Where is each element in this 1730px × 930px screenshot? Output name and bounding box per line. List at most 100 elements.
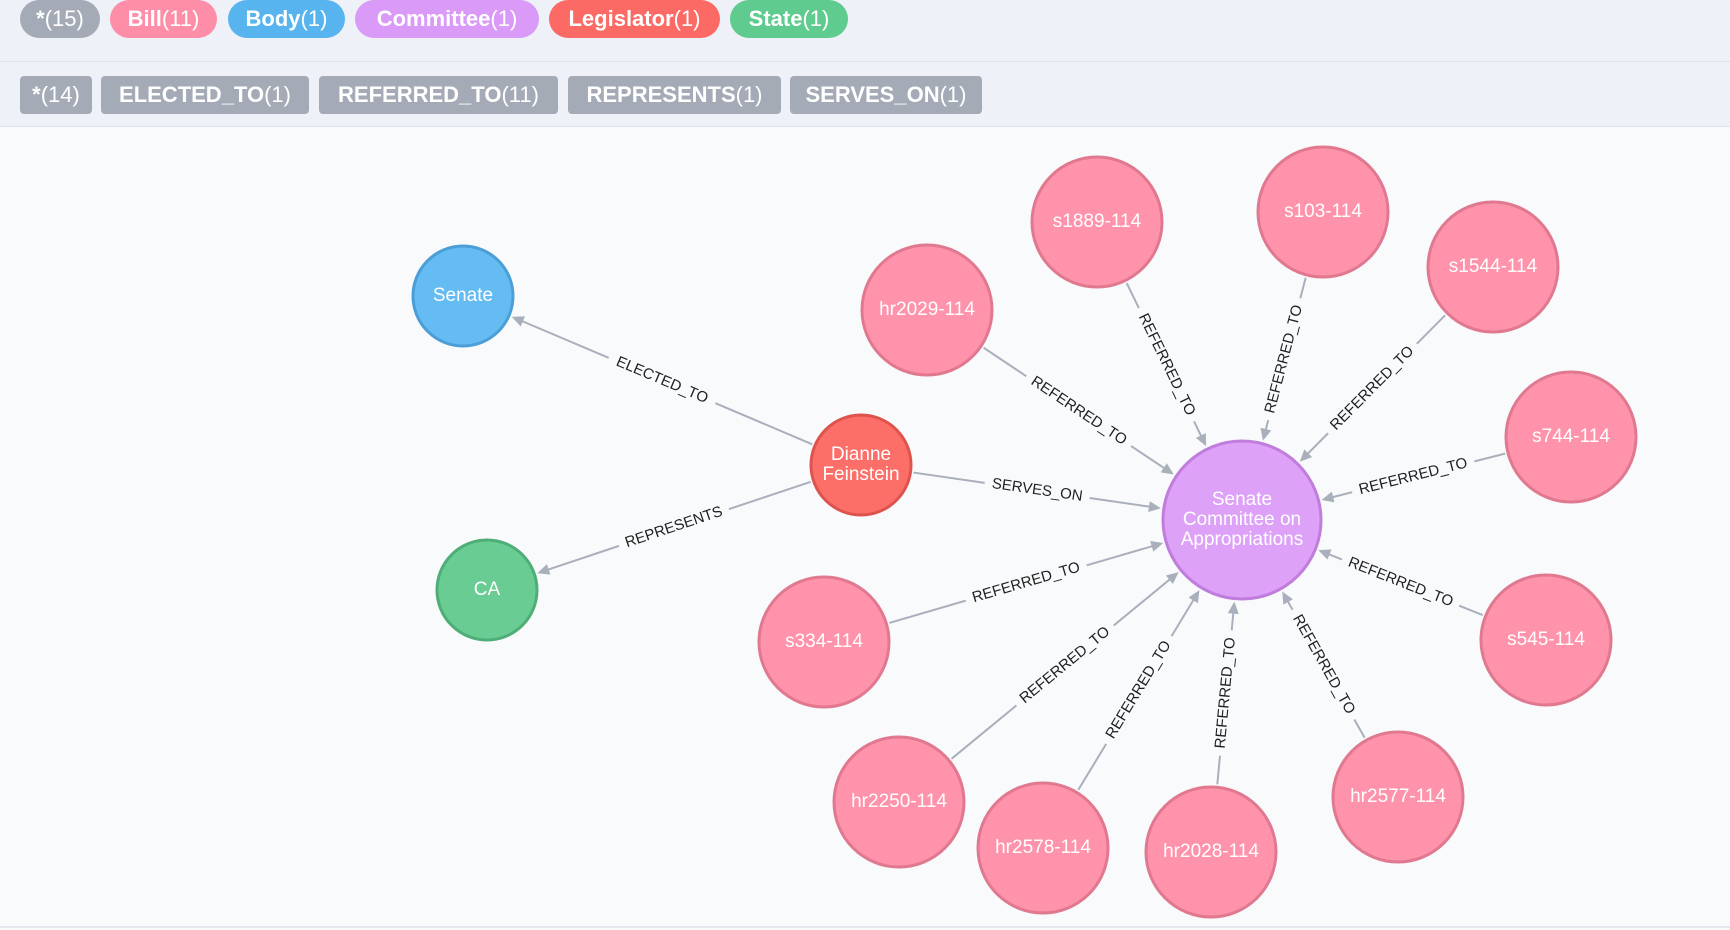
node-hr2577[interactable]: hr2577-114: [1331, 730, 1465, 864]
edge-label: SERVES_ON: [991, 475, 1084, 505]
node-circle: [435, 538, 539, 642]
node-hr2029[interactable]: hr2029-114: [860, 243, 994, 377]
relationship-type-bar: *(14) ELECTED_TO(1) REFERRED_TO(11) REPR…: [0, 62, 1730, 127]
node-hr2250[interactable]: hr2250-114: [832, 735, 966, 869]
label-pill-bill[interactable]: Bill(11): [110, 0, 217, 38]
edge-line: [714, 402, 813, 446]
edge-referred-to[interactable]: REFERRED_TO: [1260, 277, 1307, 441]
rel-tag-count: (1): [735, 82, 763, 107]
node-ca[interactable]: CA: [435, 538, 539, 642]
edge-label: REFERRED_TO: [1212, 637, 1239, 750]
arrowhead: [511, 316, 525, 327]
node-circle: [1161, 439, 1323, 601]
label-pill-body[interactable]: Body(1): [228, 0, 345, 38]
arrowhead: [1195, 433, 1207, 447]
node-hr2028[interactable]: hr2028-114: [1144, 785, 1278, 919]
label-pill-committee[interactable]: Committee(1): [355, 0, 539, 38]
edge-line: [1327, 552, 1343, 561]
rel-tag-all[interactable]: *(14): [20, 76, 92, 114]
edge-serves-on[interactable]: SERVES_ON: [913, 471, 1161, 513]
node-s545[interactable]: s545-114: [1479, 573, 1613, 707]
edge-line: [1474, 452, 1506, 463]
edge-line: [520, 319, 610, 359]
node-caption: Feinstein: [822, 464, 899, 485]
edge-referred-to[interactable]: REFERRED_TO: [983, 346, 1174, 475]
arrowhead: [1150, 541, 1164, 552]
edge-referred-to[interactable]: REFERRED_TO: [1212, 601, 1239, 785]
label-pill-name: Legislator: [568, 6, 674, 31]
rel-tag-name: REFERRED_TO: [338, 82, 502, 107]
label-pill-count: (1): [802, 6, 830, 31]
edge-line: [1125, 282, 1140, 309]
node-s744[interactable]: s744-114: [1504, 370, 1638, 504]
edge-line: [1086, 544, 1154, 567]
edge-label: REFERRED_TO: [1346, 554, 1456, 611]
edge-elected-to[interactable]: ELECTED_TO: [511, 316, 813, 446]
arrowhead: [1188, 590, 1200, 604]
rel-tag-elected-to[interactable]: ELECTED_TO(1): [101, 76, 309, 114]
node-s334[interactable]: s334-114: [757, 575, 891, 709]
rel-tag-name: *: [32, 82, 41, 107]
edge-line: [983, 346, 1027, 378]
node-caption: Appropriations: [1181, 529, 1304, 550]
edge-referred-to[interactable]: REFERRED_TO: [1318, 549, 1484, 616]
rel-tag-represents[interactable]: REPRESENTS(1): [568, 76, 781, 114]
graph-canvas[interactable]: ELECTED_TO REPRESENTS SERVES_ON REFERRED_TO…: [0, 127, 1730, 930]
edge-line: [1299, 277, 1307, 299]
node-s1544[interactable]: s1544-114: [1426, 200, 1560, 334]
node-caption: hr2250-114: [851, 791, 947, 812]
edge-line: [950, 704, 1018, 760]
node-caption: CA: [474, 579, 501, 600]
node-label-bar: *(15) Bill(11) Body(1) Committee(1) Legi…: [0, 0, 1730, 62]
node-s103[interactable]: s103-114: [1256, 145, 1390, 279]
label-pill-state[interactable]: State(1): [730, 0, 848, 38]
rel-tag-count: (14): [40, 82, 80, 107]
edge-label: REFERRED_TO: [1102, 638, 1174, 742]
edge-referred-to[interactable]: REFERRED_TO: [888, 541, 1164, 624]
label-pill-all[interactable]: *(15): [20, 0, 100, 38]
rel-tag-serves-on[interactable]: SERVES_ON(1): [790, 76, 982, 114]
node-caption: Committee on: [1183, 509, 1301, 530]
node-caption: s103-114: [1284, 201, 1362, 222]
edge-label: REFERRED_TO: [1028, 373, 1130, 449]
node-senate[interactable]: Senate: [411, 244, 515, 348]
edge-referred-to[interactable]: REFERRED_TO: [1282, 591, 1366, 739]
edge-line: [1170, 598, 1196, 637]
edge-line: [728, 480, 812, 511]
label-pill-count: (1): [490, 6, 518, 31]
node-caption: Senate: [1212, 489, 1272, 510]
arrowhead: [1299, 449, 1313, 462]
node-caption: Senate: [433, 285, 493, 306]
node-circle: [860, 243, 994, 377]
node-hr2578[interactable]: hr2578-114: [976, 781, 1110, 915]
arrowhead: [1160, 463, 1174, 475]
node-caption: s744-114: [1532, 426, 1610, 447]
edge-referred-to[interactable]: REFERRED_TO: [1077, 590, 1200, 791]
edge-referred-to[interactable]: REFERRED_TO: [1321, 452, 1506, 503]
node-caption: Dianne: [831, 444, 891, 465]
arrowhead: [1260, 427, 1272, 441]
edge-line: [1130, 445, 1167, 470]
node-caption: hr2029-114: [879, 299, 975, 320]
label-pill-count: (1): [673, 6, 701, 31]
edge-referred-to[interactable]: REFERRED_TO: [1125, 282, 1207, 447]
label-pill-legislator[interactable]: Legislator(1): [549, 0, 720, 38]
edge-label: REFERRED_TO: [1289, 612, 1358, 717]
edges-layer: ELECTED_TO REPRESENTS SERVES_ON REFERRED_TO…: [511, 277, 1506, 791]
edge-represents[interactable]: REPRESENTS: [537, 480, 812, 575]
node-circle: [411, 244, 515, 348]
rel-tag-referred-to[interactable]: REFERRED_TO(11): [319, 76, 558, 114]
edge-line: [1416, 314, 1446, 345]
label-pill-name: State: [748, 6, 803, 31]
node-s1889[interactable]: s1889-114: [1030, 155, 1164, 289]
edge-label: REFERRED_TO: [1327, 343, 1418, 434]
node-caption: s1889-114: [1053, 211, 1142, 232]
label-pill-name: Body: [245, 6, 301, 31]
edge-referred-to[interactable]: REFERRED_TO: [1299, 314, 1446, 462]
arrowhead: [1282, 591, 1293, 605]
edge-line: [1077, 743, 1108, 791]
edge-label: REFERRED_TO: [970, 559, 1082, 607]
edge-line: [1353, 719, 1366, 739]
